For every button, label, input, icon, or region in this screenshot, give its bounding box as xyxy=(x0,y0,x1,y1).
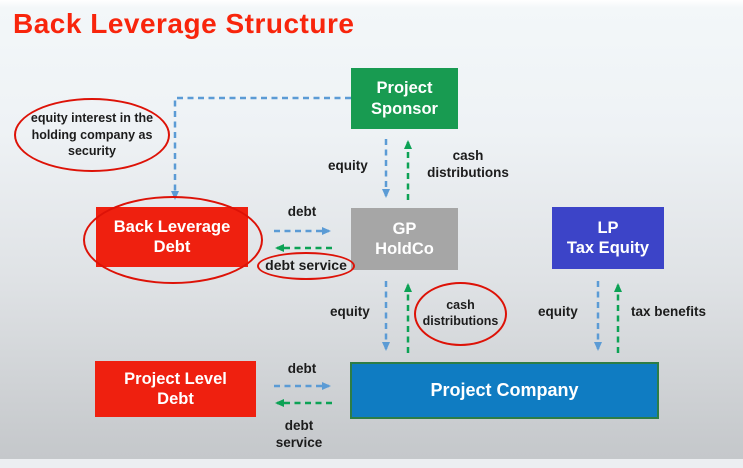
debt-service-bottom-label: debt service xyxy=(275,418,323,450)
back-leverage-debt-highlight-ellipse xyxy=(83,196,263,284)
equity-top-label: equity xyxy=(328,158,368,173)
project-level-debt-box: Project Level Debt xyxy=(95,361,256,417)
project-company-box: Project Company xyxy=(350,362,659,419)
security-note-ellipse: equity interest in the holding company a… xyxy=(14,98,170,172)
lp-tax-equity-box: LP Tax Equity xyxy=(552,207,664,269)
debt-bottom-label: debt xyxy=(287,361,317,376)
project-sponsor-box: Project Sponsor xyxy=(351,68,458,129)
equity-right-label: equity xyxy=(538,304,578,319)
debt-service-top-label: debt service xyxy=(265,257,347,274)
cash-distributions-top-label: cash distributions xyxy=(427,148,509,180)
gp-holdco-box: GP HoldCo xyxy=(351,208,458,270)
equity-pledge-path-arrow xyxy=(171,96,351,200)
slide-bottom-strip xyxy=(0,459,743,468)
security-note-text: equity interest in the holding company a… xyxy=(30,110,154,159)
cash-distributions-mid-label: cash distributions xyxy=(422,298,499,328)
debt-top-label: debt xyxy=(287,204,317,219)
tax-benefits-label: tax benefits xyxy=(631,304,707,319)
page-title: Back Leverage Structure xyxy=(13,8,355,39)
cash-distributions-highlight-ellipse: cash distributions xyxy=(414,282,507,346)
debt-service-highlight-ellipse: debt service xyxy=(257,252,355,280)
equity-mid-label: equity xyxy=(330,304,370,319)
